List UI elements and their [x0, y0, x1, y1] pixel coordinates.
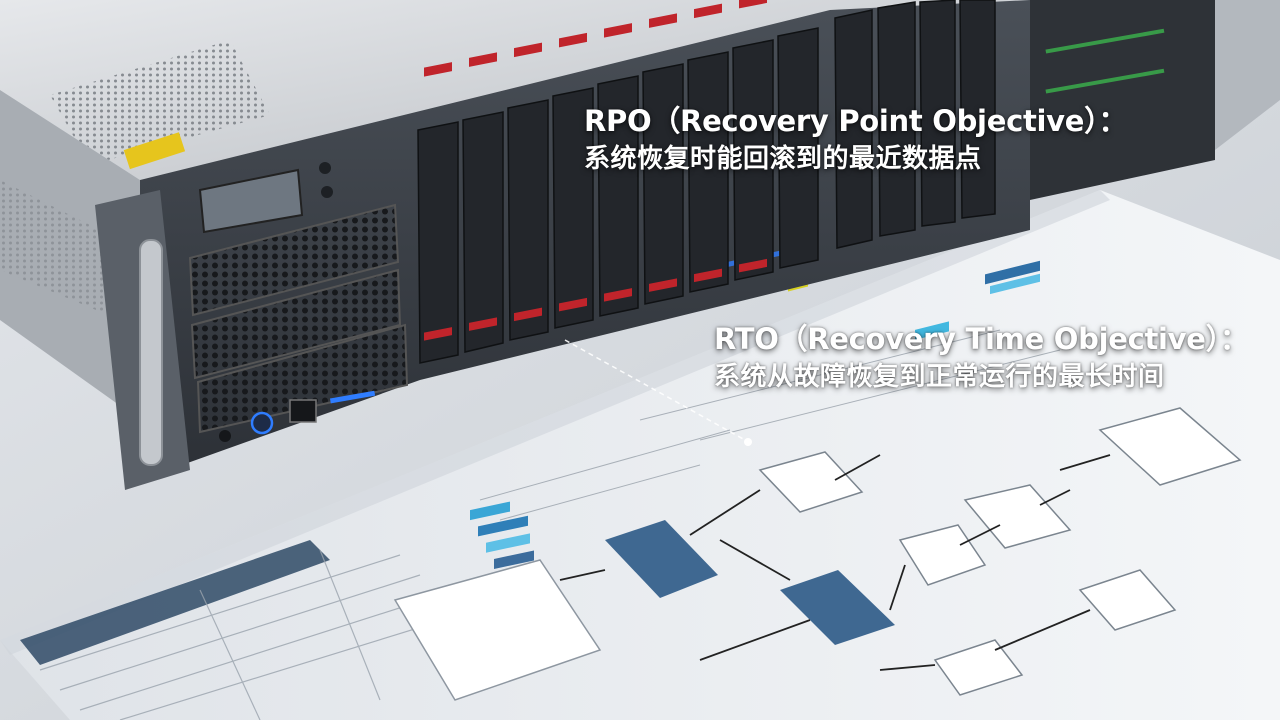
rto-description: 系统从故障恢复到正常运行的最长时间	[714, 362, 1165, 392]
pointer-dot	[744, 438, 752, 446]
pointer-line	[564, 339, 746, 441]
rto-title: RTO（Recovery Time Objective）：	[714, 322, 1249, 356]
arrow-icon	[559, 454, 1111, 671]
rpo-title: RPO（Recovery Point Objective）：	[584, 104, 1128, 138]
rpo-caption: RPO（Recovery Point Objective）： 系统恢复时能回滚到…	[584, 102, 1127, 178]
paper-bar-chart	[470, 501, 534, 569]
rto-caption: RTO（Recovery Time Objective）： 系统从故障恢复到正常…	[714, 320, 1249, 396]
usb-port-icon	[289, 399, 317, 423]
flowchart-paper	[0, 115, 1280, 720]
rpo-description: 系统恢复时能回滚到的最近数据点	[584, 144, 982, 174]
power-button-icon	[250, 411, 274, 435]
drive-bays	[417, 0, 996, 364]
rack-server	[0, 0, 1280, 490]
